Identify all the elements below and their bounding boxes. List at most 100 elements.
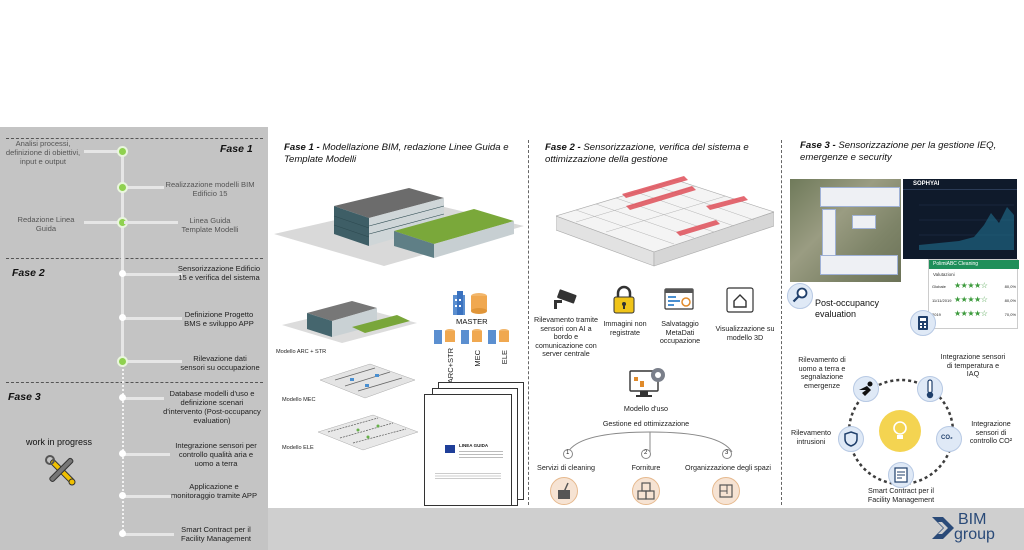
dashboard-divider — [903, 189, 1017, 190]
work-in-progress-label: work in progress — [26, 437, 93, 447]
rating-row-value: 70,0% — [1004, 312, 1016, 317]
calculator-icon — [918, 316, 928, 330]
service-number-badge — [563, 449, 573, 459]
ring-temperature: Integrazione sensori di temperatura e IA… — [940, 352, 1006, 379]
metadata-save-icon — [664, 288, 694, 310]
3d-model-view-icon — [726, 287, 754, 313]
timeline-node — [117, 356, 128, 367]
rating-row-label: 11/11/2019 — [932, 298, 952, 303]
ring-fall-detection: Rilevamento di uomo a terra e segnalazio… — [798, 355, 846, 390]
step-linea-guida: Linea Guida Template Modelli — [181, 216, 239, 234]
person-fall-icon — [859, 381, 873, 396]
rating-row: 11/11/2019★★★★☆80,0% — [932, 295, 1016, 306]
branch-connector — [567, 431, 733, 453]
ring-smart-contract: Smart Contract per il Facility Managemen… — [867, 486, 935, 504]
step-qualita-aria: Integrazione sensori per controllo quali… — [175, 441, 257, 468]
timeline-node — [119, 270, 126, 277]
smart-building-hub — [879, 410, 921, 452]
service-spazi-label: Organizzazione degli spazi — [685, 463, 771, 472]
rating-card-subtitle: Valutazioni — [933, 272, 955, 277]
model-ele-label: Modello ELE — [282, 445, 314, 451]
floorplan-overlay — [820, 187, 900, 207]
sensor-floorplan-3d — [556, 176, 774, 267]
rating-row: Globale★★★★☆80,0% — [932, 281, 1016, 292]
connector — [124, 317, 182, 320]
app-name: SOPHYAI — [913, 181, 940, 187]
caption-sensor-ai: Rilevamento tramite sensori con AI a bor… — [534, 315, 598, 359]
connector — [124, 186, 164, 189]
model-arc-str-image — [282, 301, 417, 343]
tools-icon — [45, 455, 76, 486]
connector — [124, 360, 182, 363]
doc-title: LINEA GUIDA — [459, 443, 489, 448]
step-app: Applicazione e monitoraggio tramite APP — [170, 482, 258, 500]
rating-stars: ★★★★☆ — [954, 295, 988, 304]
co2-cloud-icon: CO₂ — [941, 435, 953, 441]
rating-stars: ★★★★☆ — [954, 281, 988, 290]
model-mec-label: Modello MEC — [282, 397, 316, 403]
phase-divider — [6, 138, 263, 139]
column-divider — [528, 140, 529, 505]
step-analisi: Analisi processi, definizione di obietti… — [5, 139, 81, 166]
phase2-label: Fase 2 — [12, 267, 45, 279]
discipline-databases-icon — [434, 329, 509, 344]
service-number-badge — [641, 449, 651, 459]
building-3d-model — [274, 188, 524, 266]
aerial-map — [790, 179, 901, 282]
floorplan-overlay — [852, 215, 876, 229]
discipline-ele: ELE — [500, 350, 509, 365]
phase1-title: Fase 1 - Modellazione BIM, redazione Lin… — [284, 142, 509, 165]
connector — [124, 273, 182, 276]
connector — [124, 533, 174, 536]
caption-metadata: Salvataggio MetaDati occupazione — [659, 319, 701, 346]
service-forniture-label: Forniture — [631, 463, 661, 472]
connector — [84, 150, 122, 153]
management-label: Gestione ed ottimizzazione — [602, 419, 690, 428]
contract-document-icon — [894, 467, 908, 483]
model-ele-image — [318, 414, 418, 451]
rating-row-label: Globale — [932, 284, 946, 289]
ring-intrusion: Rilevamento intrusioni — [791, 428, 831, 446]
step-bms: Definizione Progetto BMS e sviluppo APP — [184, 310, 254, 328]
step-rilevazione: Rilevazione dati sensori su occupazione — [180, 354, 260, 372]
master-label: MASTER — [456, 317, 488, 326]
service-number: 1 — [566, 450, 570, 456]
caption-images: Immagini non registrate — [603, 319, 647, 337]
timeline-sidebar: Fase 1 Fase 2 Fase 3 Analisi processi, d… — [0, 127, 268, 550]
floorplan-icon — [719, 484, 733, 498]
cleaning-bucket-icon — [558, 482, 570, 499]
timeline-node — [119, 450, 126, 457]
brand-group: group — [954, 526, 995, 543]
ring-co2: Integrazione sensori di controllo CO² — [969, 419, 1013, 446]
thermometer-icon — [926, 379, 934, 399]
timeline-node — [119, 530, 126, 537]
service-cleaning-label: Servizi di cleaning — [537, 463, 595, 472]
service-number-badge — [722, 449, 732, 459]
occupancy-chart-graphic — [919, 204, 1014, 250]
eu-flag-icon — [445, 445, 455, 453]
sophyai-dashboard: SOPHYAI — [903, 179, 1017, 259]
bimgroup-logo-icon — [932, 517, 954, 539]
floorplan-overlay — [820, 255, 898, 275]
model-use-label: Modello d'uso — [623, 404, 669, 413]
model-mec-image — [320, 363, 415, 399]
magnifier-icon — [792, 287, 808, 303]
timeline-node — [117, 182, 128, 193]
service-number: 3 — [725, 450, 729, 456]
master-database-icon — [453, 291, 487, 315]
rating-card-header — [929, 260, 1019, 269]
lightbulb-icon — [893, 421, 907, 439]
service-number: 2 — [644, 450, 648, 456]
connector — [124, 453, 170, 456]
padlock-icon — [613, 285, 635, 314]
guideline-document: LINEA GUIDA — [424, 394, 512, 506]
connector — [124, 397, 164, 400]
phase3-label: Fase 3 — [8, 391, 41, 403]
timeline-node — [117, 146, 128, 157]
model-use-monitor-icon — [629, 368, 665, 397]
timeline-track — [121, 147, 124, 364]
rating-card-title: PolimiABC Cleaning — [933, 261, 979, 267]
shield-icon — [844, 431, 858, 447]
cctv-camera-icon — [554, 289, 577, 309]
step-database: Database modelli d'uso e definizione sce… — [163, 389, 261, 425]
